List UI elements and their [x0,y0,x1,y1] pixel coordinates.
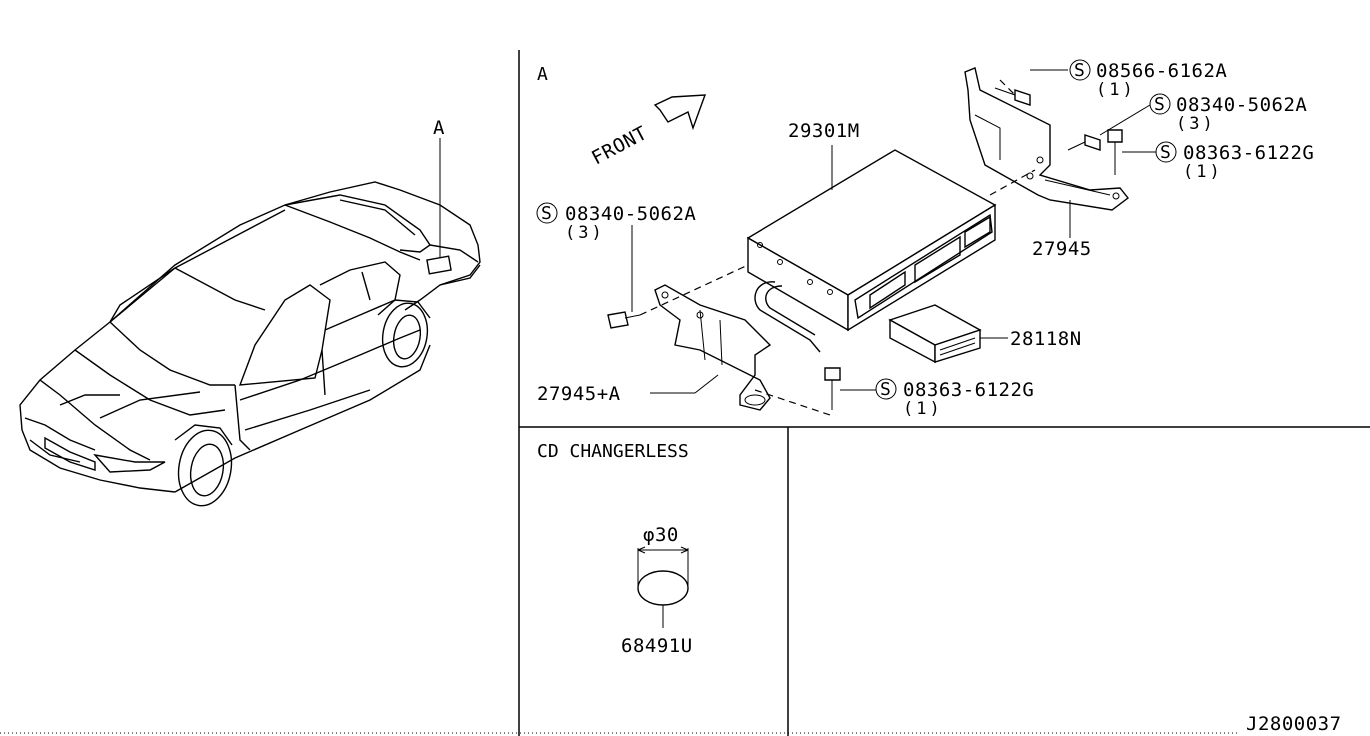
svg-text:S: S [1160,142,1171,163]
screw-icon [824,367,841,410]
svg-text:S: S [1154,94,1165,115]
cd-changer-unit [746,149,997,353]
view-label: A [537,64,548,85]
front-arrow-icon [653,94,707,131]
bracket-rh [964,67,1129,211]
bolt-qty: (1) [903,399,943,419]
assembly-line-1 [639,264,749,316]
part-label-29301m: 29301M [788,120,860,142]
bolt-number: 08340-5062A [1176,94,1307,116]
front-label: FRONT [588,122,651,169]
bolt-callout: S 08340-5062A (3) [1099,93,1307,136]
filler-cap [637,546,689,606]
assembly-line-3 [989,169,1036,196]
screw-icon [994,87,1031,106]
part-label-27945a: 27945+A [537,383,621,405]
bracket-lh [654,284,772,411]
vehicle-illustration [19,138,481,507]
bolt-callout: S 08363-6122G (1) [840,378,1034,419]
part-label-28118n: 28118N [1010,328,1082,350]
screw-icon [607,311,641,329]
bolt-callout: S 08566-6162A (1) [1030,59,1227,100]
bolt-qty: (3) [1176,114,1216,134]
dimension-label: φ30 [643,524,679,546]
car-callout-label: A [433,117,445,139]
bolt-qty: (1) [1183,162,1223,182]
svg-text:S: S [541,203,552,224]
bolt-callout: S 08363-6122G (1) [1122,141,1314,182]
tuner-module [888,304,982,364]
part-label-68491u: 68491U [621,635,693,657]
screw-icon [1107,129,1123,175]
bolt-qty: (3) [565,223,605,243]
bolt-number: 08363-6122G [903,379,1034,401]
assembly-line-2 [754,389,831,416]
bolt-number: 08340-5062A [565,203,696,225]
variant-label: CD CHANGERLESS [537,441,689,462]
svg-text:S: S [1074,60,1085,81]
bolt-number: 08566-6162A [1096,60,1227,82]
assembly-line-4 [999,79,1016,96]
screw-icon [1067,134,1101,151]
svg-text:S: S [880,379,891,400]
bolt-callout: S 08340-5062A (3) [536,202,696,312]
bolt-qty: (1) [1096,80,1136,100]
part-label-27945: 27945 [1032,238,1092,260]
diagram-id: J2800037 [1246,713,1342,735]
bolt-number: 08363-6122G [1183,142,1314,164]
